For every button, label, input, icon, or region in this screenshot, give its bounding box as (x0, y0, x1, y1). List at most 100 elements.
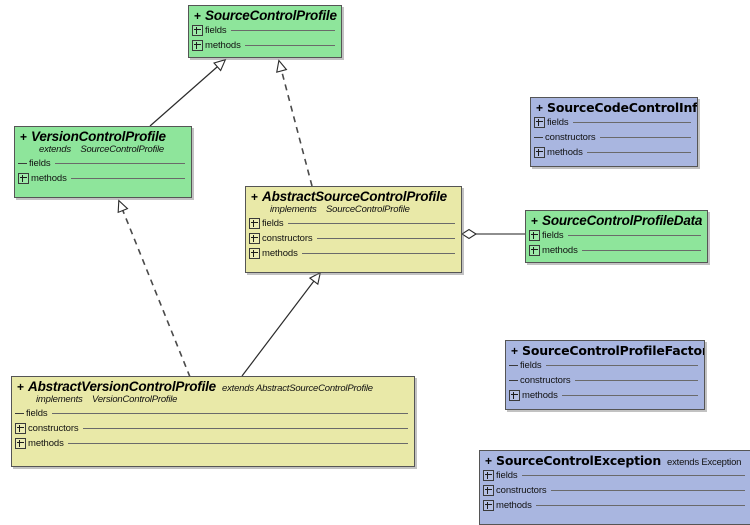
compartment-row-fields[interactable]: fields (189, 23, 341, 38)
class-header: + AbstractSourceControlProfile (246, 187, 461, 204)
compartment-row-fields[interactable]: fields (480, 468, 750, 483)
compartment-row-methods[interactable]: methods (189, 38, 341, 53)
compartment-row-methods[interactable]: methods (246, 246, 461, 261)
class-box-abstract-version-control-profile[interactable]: + AbstractVersionControlProfile extends … (11, 376, 415, 467)
class-name: SourceControlException (496, 453, 662, 468)
compartment-row-constructors[interactable]: constructors (246, 231, 461, 246)
class-name: SourceCodeControlInfo (547, 100, 698, 115)
expand-plus-icon[interactable] (483, 470, 494, 481)
compartment-label: methods (496, 500, 532, 511)
expand-plus-icon[interactable] (534, 117, 545, 128)
class-box-source-control-exception[interactable]: + SourceControlException extends Excepti… (479, 450, 750, 525)
class-header: + VersionControlProfile (15, 127, 191, 144)
compartment-label: methods (205, 40, 241, 51)
class-name: AbstractSourceControlProfile (262, 189, 447, 204)
expand-plus-icon[interactable] (509, 390, 520, 401)
compartment-rule (586, 152, 691, 153)
class-header: + SourceCodeControlInfo (531, 98, 697, 115)
expand-plus-icon[interactable] (529, 230, 540, 241)
compartment-row-methods[interactable]: methods (12, 436, 414, 451)
compartment-row-fields[interactable]: fields (531, 115, 697, 130)
compartment-rule (67, 443, 408, 444)
class-header: + SourceControlProfileFactory (506, 341, 704, 358)
expand-plus-icon[interactable] (18, 173, 29, 184)
expand-plus-icon[interactable] (15, 423, 26, 434)
compartment-rule (316, 238, 455, 239)
visibility-marker: + (194, 9, 202, 23)
compartment-label: fields (520, 360, 542, 371)
expand-plus-icon[interactable] (483, 485, 494, 496)
compartment-row-constructors[interactable]: constructors (480, 483, 750, 498)
compartment-label: fields (262, 218, 284, 229)
collapsed-dash-icon[interactable] (534, 133, 543, 142)
compartment-rule (287, 223, 455, 224)
implements-keyword: implements (270, 204, 317, 215)
expand-plus-icon[interactable] (249, 248, 260, 259)
compartment-rule (70, 178, 185, 179)
compartment-row-fields[interactable]: fields (526, 228, 707, 243)
compartment-label: methods (542, 245, 578, 256)
collapsed-dash-icon[interactable] (15, 409, 24, 418)
compartment-rule (535, 505, 745, 506)
implements-keyword: implements (36, 394, 83, 405)
compartment-label: methods (31, 173, 67, 184)
compartment-row-constructors[interactable]: constructors (12, 421, 414, 436)
expand-plus-icon[interactable] (15, 438, 26, 449)
class-name: SourceControlProfileData (542, 213, 703, 228)
expand-plus-icon[interactable] (249, 233, 260, 244)
extends-keyword: extends (39, 144, 71, 155)
compartment-row-methods[interactable]: methods (506, 388, 704, 403)
compartment-label: constructors (520, 375, 571, 386)
implements-target: VersionControlProfile (92, 394, 178, 405)
class-box-source-control-profile[interactable]: + SourceControlProfile fields methods (188, 5, 342, 58)
visibility-marker: + (531, 214, 539, 228)
compartment-label: fields (29, 158, 51, 169)
compartment-rule (567, 235, 701, 236)
extends-target: SourceControlProfile (80, 144, 164, 155)
compartment-row-constructors[interactable]: constructors (506, 373, 704, 388)
compartment-row-methods[interactable]: methods (531, 145, 697, 160)
class-name: SourceControlProfileFactory (522, 343, 705, 358)
compartment-row-constructors[interactable]: constructors (531, 130, 697, 145)
expand-plus-icon[interactable] (249, 218, 260, 229)
class-box-source-control-profile-data[interactable]: + SourceControlProfileData fields method… (525, 210, 708, 263)
compartment-rule (244, 45, 335, 46)
expand-plus-icon[interactable] (192, 40, 203, 51)
compartment-rule (561, 395, 698, 396)
compartment-label: fields (542, 230, 564, 241)
visibility-marker: + (485, 454, 493, 468)
class-box-abstract-source-control-profile[interactable]: + AbstractSourceControlProfile implement… (245, 186, 462, 273)
visibility-marker: + (251, 190, 259, 204)
compartment-row-fields[interactable]: fields (15, 156, 191, 171)
class-box-source-control-profile-factory[interactable]: + SourceControlProfileFactory fields con… (505, 340, 705, 410)
expand-plus-icon[interactable] (192, 25, 203, 36)
visibility-marker: + (17, 380, 25, 394)
compartment-label: fields (205, 25, 227, 36)
compartment-rule (545, 365, 698, 366)
expand-plus-icon[interactable] (534, 147, 545, 158)
class-header: + SourceControlProfileData (526, 211, 707, 228)
class-box-version-control-profile[interactable]: + VersionControlProfile extends SourceCo… (14, 126, 192, 198)
collapsed-dash-icon[interactable] (18, 159, 27, 168)
compartment-row-fields[interactable]: fields (246, 216, 461, 231)
compartment-rule (550, 490, 745, 491)
compartment-row-fields[interactable]: fields (12, 406, 414, 421)
compartment-row-fields[interactable]: fields (506, 358, 704, 373)
compartment-rule (599, 137, 691, 138)
expand-plus-icon[interactable] (529, 245, 540, 256)
compartment-label: constructors (545, 132, 596, 143)
expand-plus-icon[interactable] (483, 500, 494, 511)
class-header: + SourceControlProfile (189, 6, 341, 23)
class-implements-line: implements VersionControlProfile (12, 394, 414, 406)
collapsed-dash-icon[interactable] (509, 361, 518, 370)
compartment-rule (82, 428, 408, 429)
class-box-source-code-control-info[interactable]: + SourceCodeControlInfo fields construct… (530, 97, 698, 167)
compartment-label: fields (547, 117, 569, 128)
compartment-label: methods (28, 438, 64, 449)
compartment-row-methods[interactable]: methods (480, 498, 750, 513)
compartment-label: methods (262, 248, 298, 259)
compartment-row-methods[interactable]: methods (15, 171, 191, 186)
collapsed-dash-icon[interactable] (509, 376, 518, 385)
compartment-label: fields (496, 470, 518, 481)
compartment-row-methods[interactable]: methods (526, 243, 707, 258)
